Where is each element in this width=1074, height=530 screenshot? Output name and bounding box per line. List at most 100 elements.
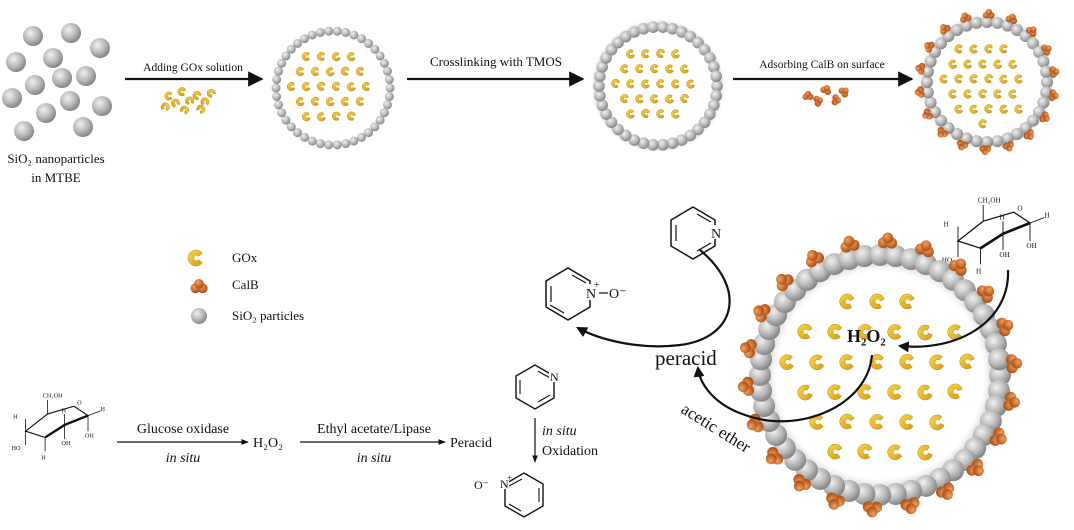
sio2-particle	[1037, 55, 1050, 68]
gox-enzyme	[346, 52, 356, 62]
calb-enzyme	[877, 232, 898, 249]
svg-text:N: N	[550, 370, 559, 384]
sio2-particle	[637, 137, 650, 149]
gox-enzyme	[641, 49, 650, 59]
sio2-particle	[292, 128, 302, 138]
calb-enzyme	[989, 427, 1007, 446]
sio2-particle	[60, 91, 80, 111]
calb-enzyme	[802, 90, 814, 101]
sio2-particle	[300, 132, 309, 142]
legend: GOx CalB SiO₂ particles	[187, 249, 304, 324]
svg-text:OH: OH	[61, 440, 71, 447]
sio2-particle	[1040, 86, 1053, 99]
gox-enzyme	[185, 96, 195, 106]
sio2-particle	[281, 51, 291, 61]
sio2-nanoparticles-cluster	[2, 23, 112, 141]
svg-text:+: +	[594, 280, 600, 291]
gox-enzyme	[827, 323, 843, 340]
gox-enzyme	[196, 104, 206, 114]
sio2-particle	[600, 108, 612, 120]
gox-enzyme	[626, 49, 636, 59]
svg-text:H: H	[61, 407, 66, 414]
calb-enzyme	[922, 108, 933, 120]
gox-enzyme	[286, 82, 296, 92]
calb-enzyme	[831, 94, 842, 106]
cycle-acetic-ether-label: acetic ether	[678, 399, 754, 457]
gox-enzyme	[295, 97, 305, 107]
gox-enzyme	[797, 323, 813, 340]
svg-text:OH: OH	[85, 432, 95, 439]
sio2-particle	[357, 34, 366, 44]
gox-enzyme	[177, 87, 187, 97]
sio2-particle	[25, 75, 45, 95]
calb-enzyme	[948, 258, 967, 276]
sio2-particle	[921, 76, 933, 88]
arrow2-top-label: Ethyl acetate/Lipase	[317, 422, 431, 437]
svg-text:+: +	[507, 473, 512, 483]
sio2-particle	[921, 86, 934, 99]
calb-enzyme	[813, 95, 824, 107]
sio2-particle	[349, 136, 359, 146]
sio2-particle	[379, 58, 389, 68]
gox-enzyme	[899, 354, 915, 370]
sio2-particle	[637, 23, 650, 35]
svg-text:H: H	[1044, 212, 1049, 220]
sio2-particle	[981, 136, 993, 148]
gox-enzyme	[331, 81, 341, 91]
sio2-particle	[1001, 19, 1014, 32]
sio2-particle	[272, 91, 282, 101]
glucose-structure-cycle: CH₂OH O H HO H OH H OH H	[942, 196, 1050, 275]
pyridine-structure-cycle: N	[670, 206, 722, 260]
gox-enzyme	[325, 67, 335, 77]
sio2-particle	[704, 52, 716, 64]
sio2-particle	[73, 117, 93, 137]
sio2-particle	[370, 122, 380, 132]
gox-enzyme	[635, 94, 644, 104]
gox-enzyme	[857, 443, 873, 460]
sio2-particle	[657, 138, 669, 151]
sio2-particle	[300, 34, 309, 44]
gox-enzyme	[325, 97, 335, 107]
gox-enzyme	[899, 293, 915, 310]
sio2-particle	[384, 91, 394, 101]
svg-text:HO: HO	[12, 445, 22, 452]
svg-text:H: H	[999, 213, 1004, 221]
sio2-particle	[385, 83, 395, 93]
gox-enzyme	[899, 414, 914, 430]
calb-enzyme	[956, 139, 969, 151]
cycle-peracid-label: peracid	[655, 346, 717, 370]
gox-enzyme	[641, 109, 651, 118]
gox-enzyme	[869, 293, 885, 310]
sio2-particle	[710, 70, 722, 83]
gox-enzyme	[948, 59, 958, 69]
gox-enzyme	[665, 64, 674, 74]
gox-enzyme	[917, 324, 933, 341]
sio2-particle	[1026, 114, 1039, 127]
sio2-particle	[324, 26, 334, 36]
gox-enzyme	[963, 89, 972, 99]
sio2-particle	[628, 134, 641, 146]
sio2-particle	[935, 37, 948, 50]
gox-enzyme	[999, 104, 1009, 114]
gox-enzyme	[839, 293, 855, 310]
sio2-particle	[991, 135, 1004, 148]
gox-enzyme	[310, 96, 320, 106]
gox-enzyme	[164, 91, 173, 101]
gox-enzyme	[827, 443, 843, 460]
gox-enzyme	[929, 414, 945, 431]
gox-enzyme	[311, 67, 320, 76]
sio2-particle	[981, 16, 993, 28]
sio2-particle	[989, 364, 1011, 386]
gox-enzyme	[1014, 74, 1023, 84]
droplet-gox-in-silica	[271, 26, 395, 150]
calb-enzyme	[959, 12, 972, 23]
calb-icon-group	[802, 84, 849, 107]
vertical-label: Oxidation	[542, 444, 598, 459]
sio2-particle	[90, 38, 110, 58]
droplet-calb-coated	[914, 8, 1060, 156]
gox-enzyme	[171, 98, 180, 108]
sio2-particle	[292, 38, 302, 48]
calb-enzyme	[740, 339, 757, 359]
calb-enzyme	[1002, 141, 1015, 152]
sio2-particle	[1040, 65, 1053, 78]
